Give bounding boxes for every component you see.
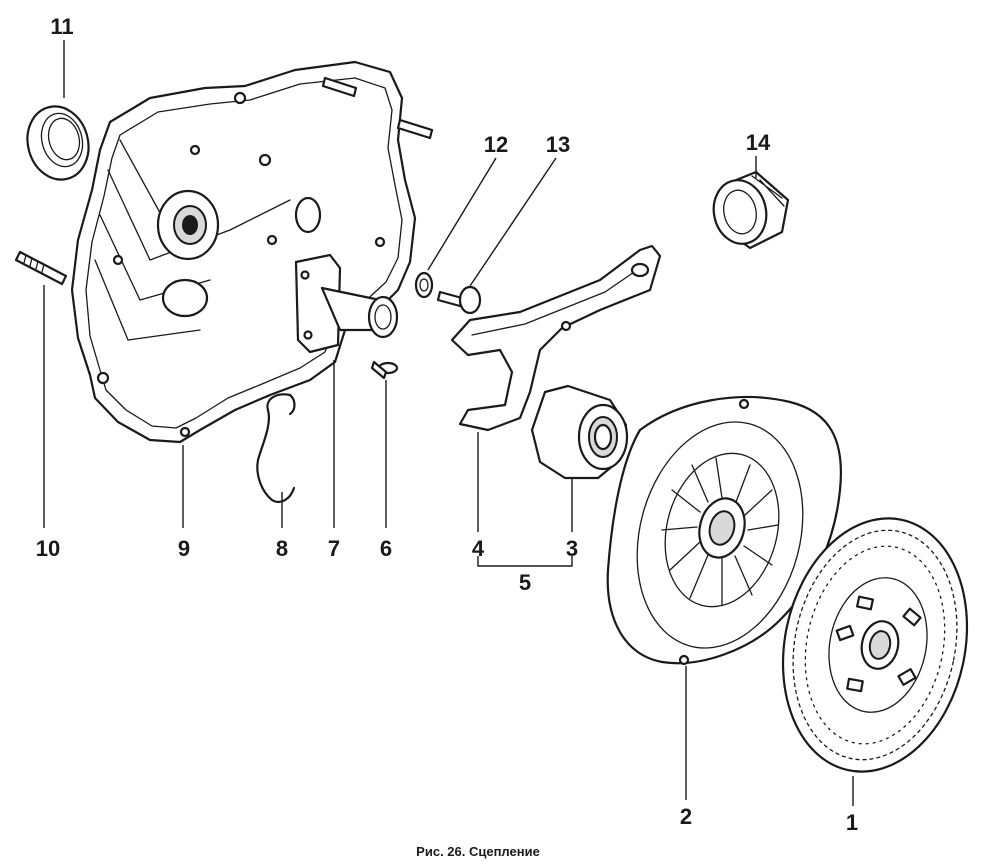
bolt-part-6	[370, 360, 399, 380]
release-fork-part-4	[450, 244, 662, 432]
washer-part-12	[414, 271, 434, 299]
callout-9: 9	[178, 536, 190, 561]
callout-1: 1	[846, 810, 858, 835]
callout-4: 4	[472, 536, 485, 561]
pilot-bushing-part-14	[712, 170, 790, 250]
figure-caption: Рис. 26. Сцепление	[416, 844, 540, 859]
callout-5: 5	[519, 570, 531, 595]
clutch-housing-part-9	[70, 60, 434, 444]
callout-12: 12	[484, 132, 508, 157]
callout-6: 6	[380, 536, 392, 561]
callout-2: 2	[680, 804, 692, 829]
guide-sleeve-part-7	[294, 253, 399, 354]
stud-part-10	[14, 250, 68, 286]
leader-lines	[43, 40, 854, 806]
callout-labels: 1 2 3 4 5 6 7 8 9 10 11 12 13 14	[36, 14, 858, 835]
callout-14: 14	[746, 130, 771, 155]
spring-clip-part-8	[256, 393, 296, 504]
release-bearing-part-3	[530, 384, 629, 480]
pivot-pin-part-13	[436, 285, 482, 315]
oil-seal-part-11	[26, 105, 90, 181]
callout-10: 10	[36, 536, 60, 561]
clutch-disc-part-1	[781, 517, 969, 773]
pressure-plate-part-2	[606, 396, 842, 666]
callout-11: 11	[50, 14, 73, 39]
callout-3: 3	[566, 536, 578, 561]
callout-7: 7	[328, 536, 340, 561]
callout-8: 8	[276, 536, 288, 561]
callout-13: 13	[546, 132, 570, 157]
